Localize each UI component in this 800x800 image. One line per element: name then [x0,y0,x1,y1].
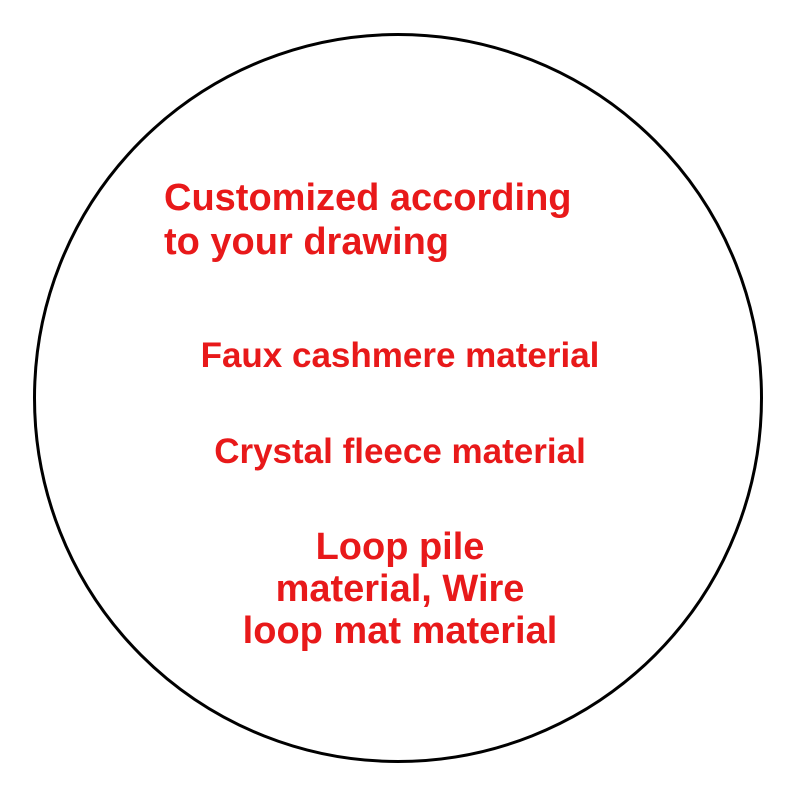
loop-pile-label: Loop pile material, Wire loop mat materi… [0,526,800,652]
customized-heading-line-2: to your drawing [164,221,449,263]
loop-pile-line-2: material, Wire [275,568,525,610]
circle-frame [33,33,763,763]
loop-pile-line-3: loop mat material [242,610,558,652]
crystal-fleece-label: Crystal fleece material [214,432,586,471]
customized-heading: Customized according to your drawing [164,176,572,264]
customized-heading-line-1: Customized according [164,177,572,219]
faux-cashmere-label: Faux cashmere material [200,336,600,375]
loop-pile-line-1: Loop pile [315,526,485,568]
